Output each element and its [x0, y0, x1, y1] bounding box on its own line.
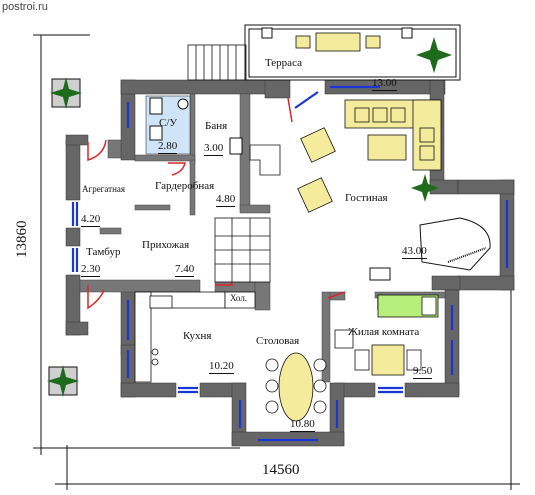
width-dimension: 14560 — [262, 462, 300, 478]
bedroom-furniture — [334, 294, 439, 376]
terrace-table — [295, 32, 381, 52]
grand-piano — [419, 217, 491, 271]
terrace-area: 13.00 — [372, 77, 397, 91]
bathroom-area: 2.80 — [158, 140, 178, 154]
bedroom-label: Жилая комната — [348, 326, 420, 338]
armchairs — [297, 127, 336, 213]
sauna-area: 3.00 — [204, 142, 224, 156]
kitchen-label: Кухня — [183, 330, 212, 342]
utility-label: Агрегатная — [82, 184, 126, 194]
dining-area: 10.80 — [290, 418, 315, 432]
bathroom-label: С/У — [159, 117, 178, 129]
height-dimension: 13860 — [14, 220, 30, 259]
bedroom-area: 9.50 — [413, 365, 433, 379]
terrace — [244, 24, 461, 81]
hall-label: Прихожая — [142, 239, 190, 251]
bathroom-fixtures — [145, 95, 191, 155]
living-sofa — [344, 99, 442, 171]
utility-area: 4.20 — [81, 213, 101, 227]
sauna-label: Баня — [205, 120, 228, 132]
wardrobe-label: Гардеробная — [155, 180, 215, 192]
living-area: 43.00 — [402, 245, 427, 259]
vestibule-area: 2.30 — [81, 263, 101, 277]
interior-stairs — [214, 144, 281, 283]
kitchen-counter — [134, 291, 256, 383]
hall-area: 7.40 — [175, 263, 195, 277]
pantry-label: Хол. — [230, 293, 248, 303]
tv-stand — [369, 267, 391, 281]
dining-table — [265, 352, 327, 422]
watermark: postroi.ru — [2, 1, 48, 13]
living-label: Гостиная — [345, 192, 388, 204]
sauna-stove — [229, 137, 243, 155]
vestibule-label: Тамбур — [86, 246, 121, 258]
windows — [71, 85, 509, 442]
kitchen-area: 10.20 — [209, 360, 234, 374]
interior-walls — [79, 93, 446, 383]
terrace-stairs — [187, 44, 247, 81]
terrace-label: Терраса — [265, 57, 302, 69]
plants — [47, 37, 452, 397]
dining-label: Столовая — [256, 335, 300, 347]
wardrobe-area: 4.80 — [216, 193, 236, 207]
